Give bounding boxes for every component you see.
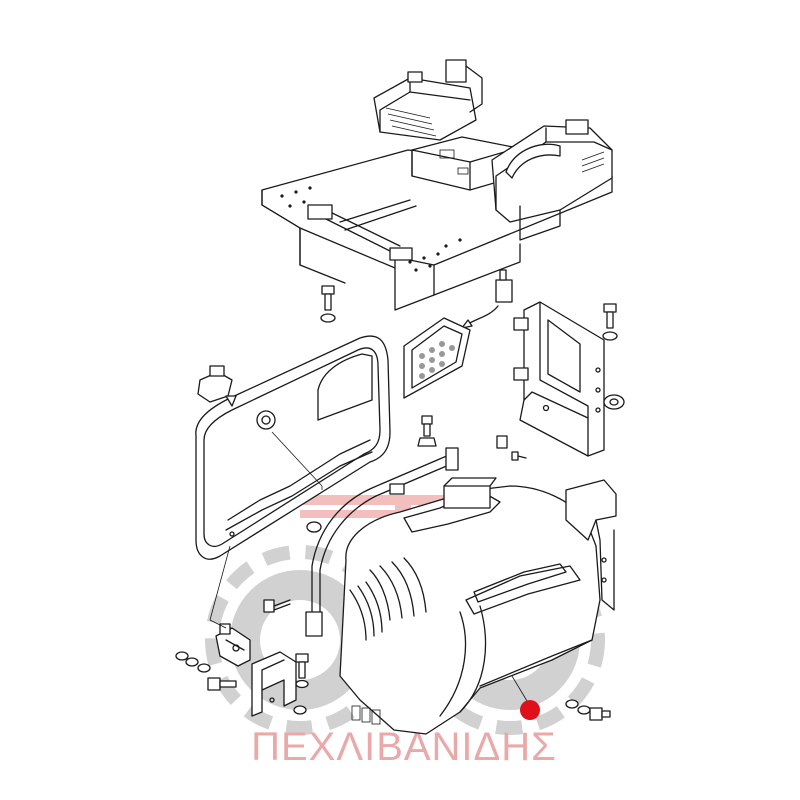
fender-emboss [351,705,381,725]
vent-grille [403,317,471,399]
highlight-marker [520,700,540,720]
bolt-left-top [320,285,336,323]
guard-rail [305,447,459,637]
platform-frame [261,59,613,311]
main-fender [339,477,617,735]
fender-ribs [349,557,427,641]
bolt-lower-left-2 [293,653,309,715]
right-mounting-bracket [513,301,625,457]
small-nut [306,521,322,533]
left-side-panel [195,335,391,560]
hinge-bracket [215,623,251,667]
small-bolt-mid [496,435,527,461]
bolt-lower-right [565,699,611,721]
bolt-right-top [602,303,618,341]
plug-connector [197,365,237,407]
left-console-ribs [385,107,437,137]
switch-component [461,269,513,329]
lower-bracket [251,651,297,717]
bolt-lower-left-3 [207,677,237,691]
right-console-vents [581,151,605,173]
bolt-lower-left-1 [263,599,291,613]
platform-holes [280,186,462,272]
washer-stack [175,651,211,673]
center-bolt [417,415,437,447]
watermark-text: ΠΕΧΛΙΒΑΝΙΔΗΣ [251,725,557,769]
